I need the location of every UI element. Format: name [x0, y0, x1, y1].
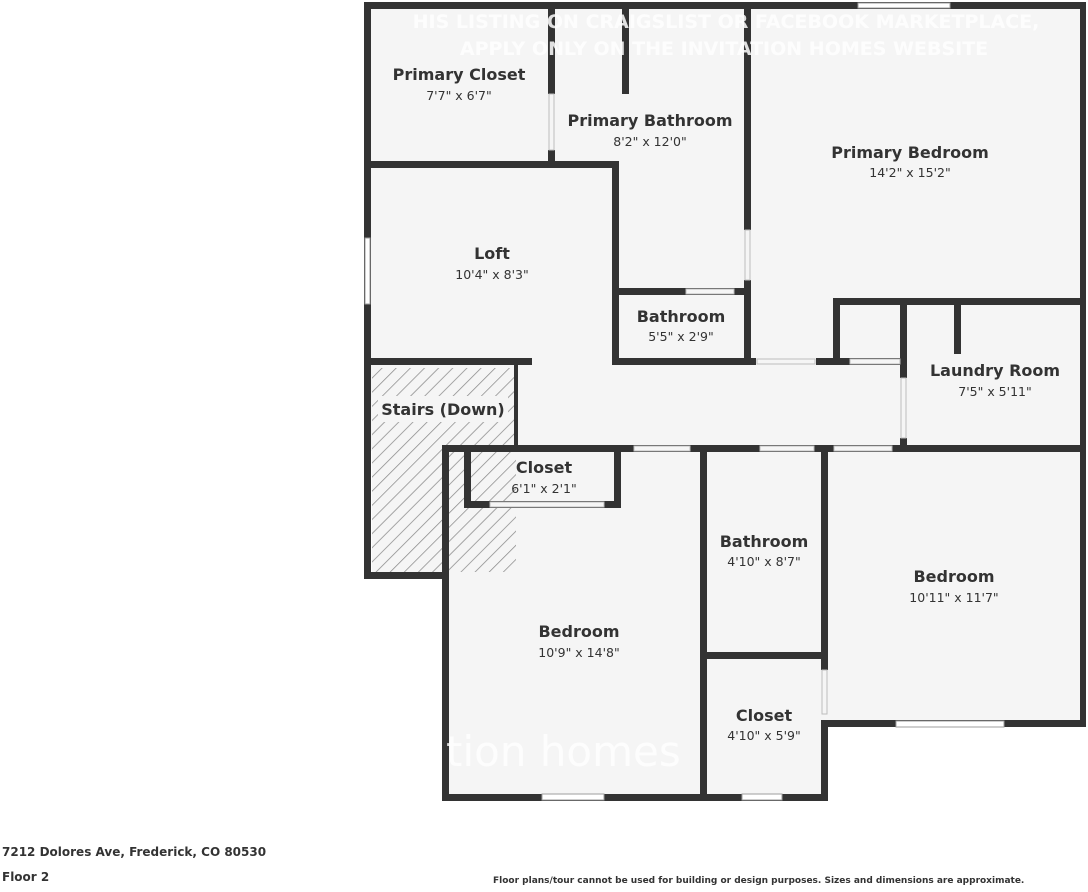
room-loft: Loft 10'4" x 8'3" — [455, 244, 528, 282]
room-dimensions: 6'1" x 2'1" — [511, 481, 577, 496]
room-dimensions: 14'2" x 15'2" — [869, 165, 950, 180]
room-dimensions: 7'7" x 6'7" — [426, 88, 492, 103]
room-closet-mid: Closet 4'10" x 5'9" — [727, 706, 800, 743]
room-laundry: Laundry Room 7'5" x 5'11" — [930, 361, 1060, 399]
room-dimensions: 4'10" x 8'7" — [727, 554, 800, 569]
watermark-line-1: HIS LISTING ON CRAIGSLIST OR FACEBOOK MA… — [413, 11, 1040, 33]
room-bathroom-mid: Bathroom 4'10" x 8'7" — [720, 532, 809, 569]
room-name: Primary Bathroom — [567, 111, 732, 130]
room-name: Primary Closet — [393, 65, 526, 84]
room-name: Closet — [516, 458, 573, 477]
room-dimensions: 7'5" x 5'11" — [958, 384, 1031, 399]
room-dimensions: 5'5" x 2'9" — [648, 329, 714, 344]
room-bedroom-left: Bedroom 10'9" x 14'8" — [538, 622, 619, 660]
room-bedroom-right: Bedroom 10'11" x 11'7" — [909, 567, 998, 605]
room-dimensions: 10'11" x 11'7" — [909, 590, 998, 605]
room-dimensions: 4'10" x 5'9" — [727, 728, 800, 743]
room-stairs: Stairs (Down) — [378, 396, 508, 422]
room-name: Primary Bedroom — [831, 143, 989, 162]
room-primary-bedroom: Primary Bedroom 14'2" x 15'2" — [831, 143, 989, 180]
watermark-logo: tion homes — [446, 727, 681, 776]
room-name: Bedroom — [538, 622, 619, 641]
room-bathroom-small: Bathroom 5'5" x 2'9" — [637, 307, 726, 344]
room-primary-bathroom: Primary Bathroom 8'2" x 12'0" — [567, 111, 732, 149]
room-name: Laundry Room — [930, 361, 1060, 380]
room-primary-closet: Primary Closet 7'7" x 6'7" — [393, 65, 526, 103]
property-address: 7212 Dolores Ave, Frederick, CO 80530 — [2, 845, 267, 859]
disclaimer-text: Floor plans/tour cannot be used for buil… — [493, 876, 1025, 886]
watermark-line-2: APPLY ONLY ON THE INVITATION HOMES WEBSI… — [460, 38, 988, 60]
room-name: Bathroom — [720, 532, 809, 551]
room-dimensions: 10'9" x 14'8" — [538, 645, 619, 660]
room-dimensions: 10'4" x 8'3" — [455, 267, 528, 282]
room-closet-hall: Closet 6'1" x 2'1" — [511, 458, 577, 496]
room-name: Closet — [736, 706, 793, 725]
room-name: Loft — [474, 244, 510, 263]
door-openings — [489, 93, 907, 715]
floor-label: Floor 2 — [2, 870, 50, 884]
room-dimensions: 8'2" x 12'0" — [613, 134, 686, 149]
room-name: Bathroom — [637, 307, 726, 326]
room-name: Bedroom — [913, 567, 994, 586]
room-name: Stairs (Down) — [381, 400, 505, 419]
windows — [364, 2, 1005, 801]
